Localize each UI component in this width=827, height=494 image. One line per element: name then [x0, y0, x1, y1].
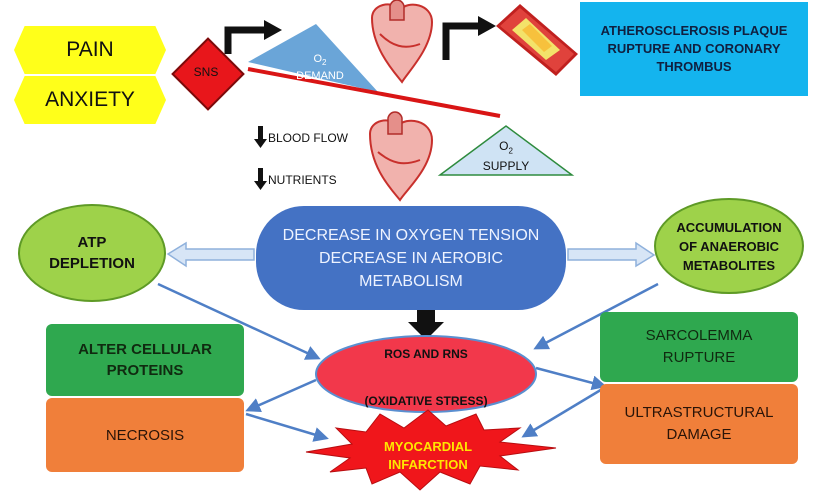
center-oxygen-box: DECREASE IN OXYGEN TENSION DECREASE IN A…: [256, 206, 566, 310]
flow-arrow: [245, 412, 329, 442]
hollow-arrow-left: [166, 241, 255, 268]
mi-starburst: [305, 409, 557, 491]
thick-down-arrow: [408, 310, 444, 340]
nutrients-label: NUTRIENTS: [268, 173, 337, 187]
flow-arrow: [521, 386, 605, 438]
turn-arrow-icon: [442, 16, 496, 60]
o2-demand-triangle: [248, 24, 378, 92]
o2-supply-label: O2 SUPPLY: [482, 139, 530, 173]
flow-arrow: [535, 366, 607, 391]
hollow-arrow-right: [567, 241, 656, 268]
o2-demand-label: O2 DEMAND: [296, 53, 344, 82]
atp-depletion-oval: ATP DEPLETION: [18, 204, 166, 302]
flow-arrow: [245, 378, 317, 413]
flow-arrow: [533, 282, 659, 350]
sarcolemma-box: SARCOLEMMA RUPTURE: [600, 312, 798, 382]
pain-label: PAIN: [14, 26, 166, 74]
balance-beam: [247, 67, 501, 118]
alter-proteins-box: ALTER CELLULAR PROTEINS: [46, 324, 244, 396]
down-arrow-icon: [254, 168, 267, 190]
sns-label: SNS: [193, 65, 219, 79]
o2-supply-triangle: [437, 125, 575, 176]
necrosis-box: NECROSIS: [46, 398, 244, 472]
heart-icon: [370, 0, 434, 84]
anxiety-label: ANXIETY: [14, 76, 166, 124]
oxidative-stress-label: (OXIDATIVE STRESS): [364, 394, 488, 408]
blood-flow-label: BLOOD FLOW: [268, 131, 349, 145]
mi-label: MYOCARDIAL INFARCTION: [383, 439, 473, 472]
accumulation-oval: ACCUMULATION OF ANAEROBIC METABOLITES: [654, 198, 804, 294]
atherosclerosis-box: ATHEROSCLEROSIS PLAQUE RUPTURE AND CORON…: [580, 2, 808, 96]
ultrastructural-box: ULTRASTRUCTURAL DAMAGE: [600, 384, 798, 464]
heart-icon: [368, 111, 434, 202]
down-arrow-icon: [254, 126, 267, 148]
sns-diamond: SNS: [171, 37, 245, 111]
turn-arrow-icon: [224, 20, 282, 54]
flow-arrow: [157, 282, 321, 360]
artery-plaque-icon: [496, 4, 578, 76]
ros-label: ROS AND RNS: [384, 347, 468, 361]
